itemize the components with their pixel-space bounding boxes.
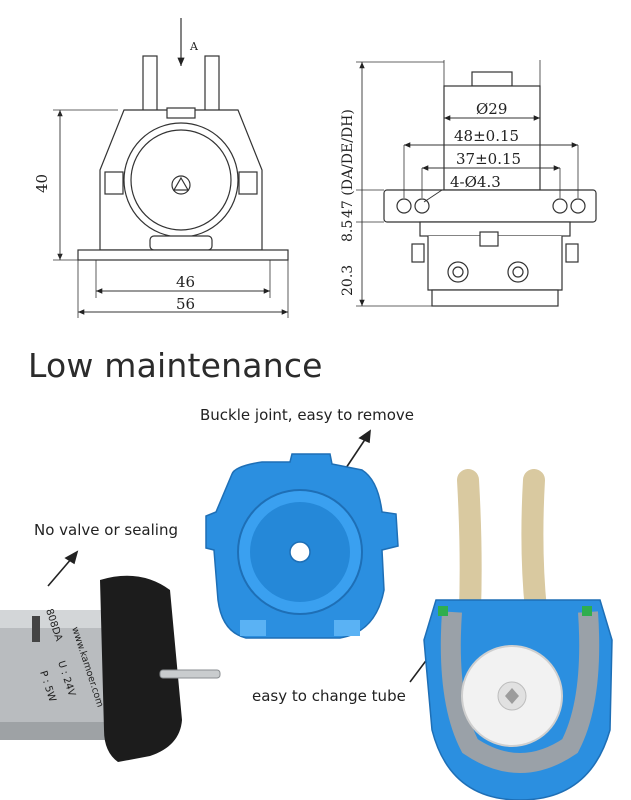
holes-label: 4-Ø4.3 — [450, 173, 501, 191]
hole-spacing-37-label: 37±0.15 — [456, 150, 521, 168]
arrow-a-label: A — [189, 40, 199, 53]
pump-assembly-photo — [423, 469, 613, 800]
side-view — [356, 60, 597, 307]
total-height-label: 47 (DA/DE/DH) — [340, 109, 356, 218]
front-view — [53, 18, 289, 318]
product-photos: www.kamoer.com 808DA U : 24V P : 5W — [0, 429, 613, 800]
valve-callout: No valve or sealing — [34, 521, 178, 539]
hole-spacing-48-label: 48±0.15 — [454, 127, 519, 145]
motor-photo — [0, 575, 221, 762]
pump-housing-photo — [205, 453, 399, 639]
base-height-label: 20.3 — [340, 265, 356, 296]
flange-height-label: 8.5 — [340, 220, 356, 242]
width-46-label: 46 — [176, 273, 195, 291]
width-56-label: 56 — [176, 295, 195, 313]
height-40-label: 40 — [33, 174, 51, 193]
diameter-29-label: Ø29 — [476, 100, 507, 118]
buckle-callout: Buckle joint, easy to remove — [200, 406, 414, 424]
section-heading: Low maintenance — [28, 346, 323, 385]
tube-callout: easy to change tube — [252, 687, 406, 705]
technical-drawing: A 40 46 56 — [33, 18, 597, 318]
